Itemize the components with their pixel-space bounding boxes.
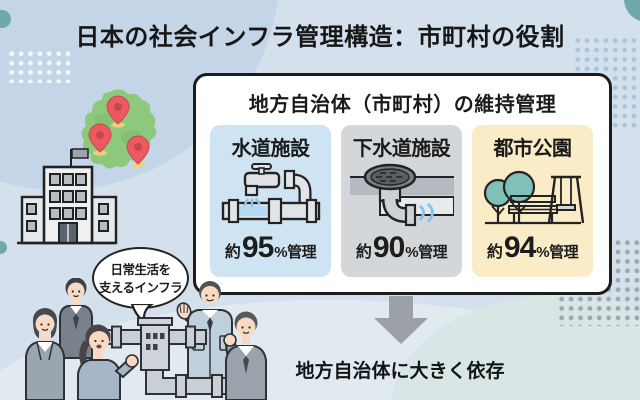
- park-icon: [472, 163, 593, 234]
- card-header: 地方自治体（市町村）の維持管理: [248, 94, 557, 116]
- city-hall-icon: [17, 148, 118, 245]
- column-label: 水道施設: [231, 138, 311, 160]
- column-label: 都市公園: [493, 138, 573, 160]
- maintenance-card: 地方自治体（市町村）の維持管理 水道施設: [193, 73, 612, 295]
- sewer-drain-icon: [341, 163, 462, 234]
- managed-percentage: 約 90 %管理: [355, 231, 448, 264]
- map-pin-icon: [88, 123, 112, 156]
- person-woman-left: [25, 308, 65, 400]
- water-pipes-illustration: [99, 317, 237, 398]
- speech-bubble: 日常生活を 支えるインフラ: [92, 247, 189, 309]
- facility-columns: 水道施設: [210, 125, 593, 277]
- speech-bubble-line1: 日常生活を: [110, 263, 171, 277]
- person-woman-ponytail: [77, 324, 139, 400]
- map-pin-icon: [126, 135, 150, 168]
- column-water-facility: 水道施設: [210, 125, 331, 277]
- person-worker-uniform: [176, 281, 233, 384]
- person-suit-right: [223, 311, 267, 400]
- background-teal-dot: [0, 241, 7, 254]
- down-arrow-icon: [374, 296, 428, 344]
- map-pin-icon: [106, 95, 130, 128]
- column-urban-park: 都市公園: [472, 125, 593, 277]
- background-teal-dot: [0, 10, 11, 28]
- page-title: 日本の社会インフラ管理構造：市町村の役割: [75, 24, 565, 51]
- citizens-workers-illustration: [25, 278, 267, 400]
- faucet-icon: [210, 163, 331, 234]
- speech-bubble-line2: 支えるインフラ: [98, 280, 183, 295]
- managed-percentage: 約 95 %管理: [224, 231, 317, 264]
- conclusion-text: 地方自治体に大きく依存: [295, 361, 505, 382]
- managed-percentage: 約 94 %管理: [486, 231, 579, 264]
- dots-pattern-white: [7, 49, 70, 83]
- column-sewer-facility: 下水道施設: [341, 125, 462, 277]
- japan-map-icon: [81, 89, 157, 169]
- column-label: 下水道施設: [352, 138, 451, 160]
